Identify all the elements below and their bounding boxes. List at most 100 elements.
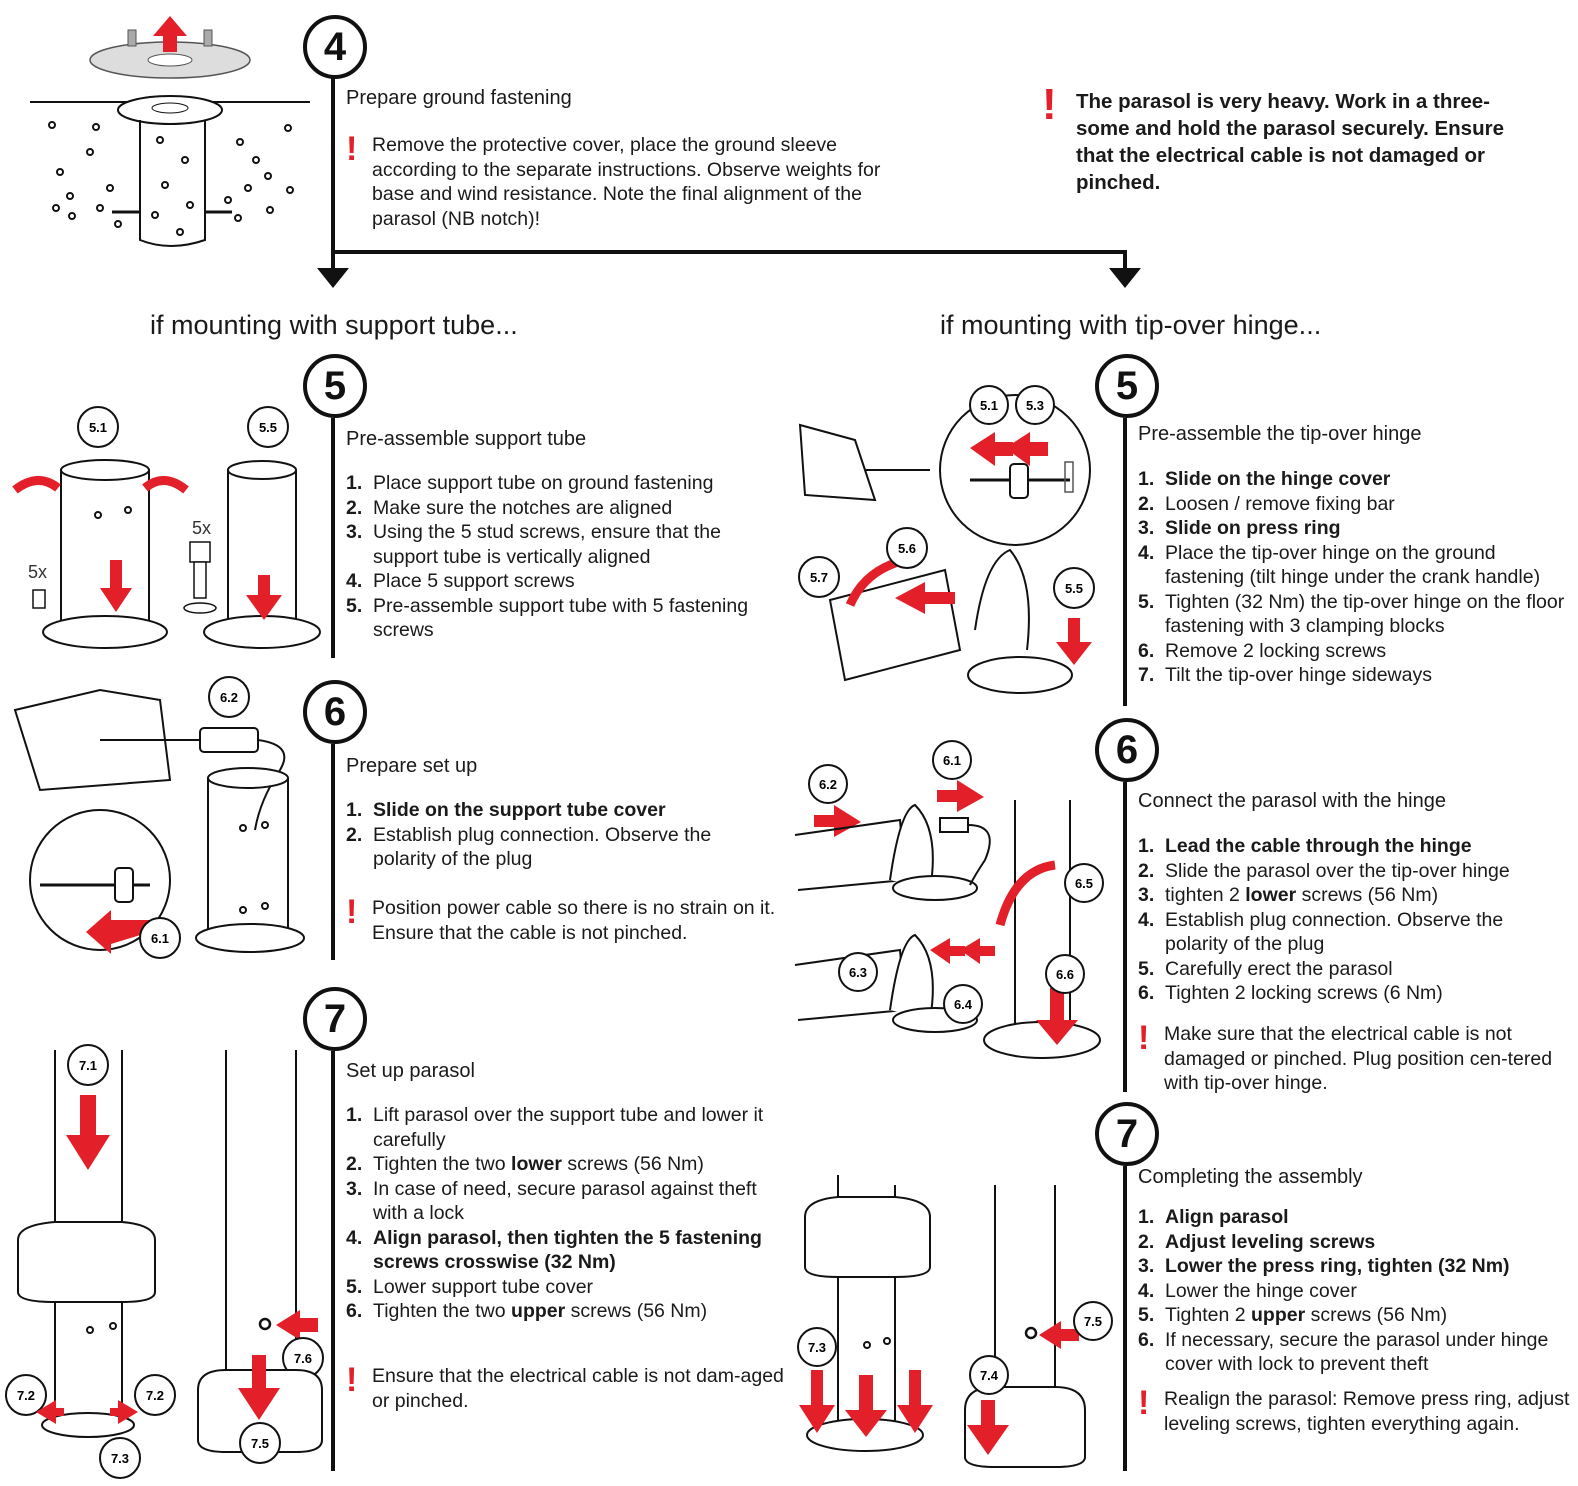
step-line [1123, 1166, 1127, 1471]
callout-label: 5.5 [1065, 581, 1083, 596]
step-title: Connect the parasol with the hinge [1138, 790, 1446, 812]
list-item: 2.Make sure the notches are aligned [346, 496, 673, 519]
list-item: 3.In case of need, secure parasol agains… [346, 1177, 757, 1225]
instruction-list: 1.Slide on the support tube cover 2.Esta… [346, 798, 766, 872]
list-item: 1.Lead the cable through the hinge [1138, 835, 1472, 857]
callout-label: 6.4 [954, 997, 973, 1012]
callout-label: 5.5 [259, 420, 277, 435]
callout-label: 6.5 [1075, 876, 1093, 891]
list-item: 5.Pre-assemble support tube with 5 faste… [346, 594, 749, 642]
arrow-down-icon [317, 268, 349, 288]
callout-label: 6.2 [819, 777, 837, 792]
callout-label: 7.5 [1084, 1314, 1102, 1329]
list-item: 6.Remove 2 locking screws [1138, 639, 1387, 662]
callout-label: 5.6 [898, 541, 916, 556]
warning-icon: ! [346, 1361, 358, 1399]
list-item: 4.Place the tip-over hinge on the ground… [1138, 541, 1541, 589]
step-number: 7 [1095, 1102, 1159, 1166]
connect-hinge-illustration: 6.1 6.2 6.5 6.3 6.4 6.6 [794, 740, 1104, 1059]
list-item: 2.Loosen / remove fixing bar [1138, 492, 1395, 515]
callout-label: 7.5 [251, 1436, 269, 1451]
step-title: Prepare set up [346, 755, 478, 777]
warning-icon: ! [346, 130, 358, 168]
callout-label: 7.2 [146, 1388, 164, 1403]
list-item: 1.Align parasol [1138, 1206, 1289, 1228]
completing-assembly-illustration: 7.3 7.5 7.4 [797, 1175, 1113, 1468]
warning-note: ! Ensure that the electrical cable is no… [346, 1361, 792, 1413]
list-item: 2.Adjust leveling screws [1138, 1230, 1376, 1253]
step-line [1123, 418, 1127, 706]
list-item: 4.Establish plug connection. Observe the… [1138, 908, 1504, 956]
list-item: 1.Slide on the hinge cover [1138, 468, 1391, 490]
list-item: 1.Lift parasol over the support tube and… [346, 1104, 764, 1151]
warning-icon: ! [1138, 1384, 1150, 1422]
warning-note: ! Position power cable so there is no st… [346, 893, 792, 945]
warning-icon: ! [1042, 80, 1057, 129]
callout-label: 5.1 [980, 398, 998, 413]
warning-text: Remove the protective cover, place the g… [372, 134, 881, 230]
branch-title-tip-over-hinge: if mounting with tip-over hinge... [940, 310, 1322, 340]
ground-sleeve-illustration [30, 16, 310, 247]
warning-text: Make sure that the electrical cable is n… [1164, 1023, 1553, 1094]
branch-title-support-tube: if mounting with support tube... [150, 310, 518, 340]
step-line [331, 1051, 335, 1471]
flow-line-left-drop [331, 250, 335, 272]
list-item: 4.Place 5 support screws [346, 570, 575, 592]
callout-label: 7.4 [980, 1368, 999, 1383]
warning-text: Ensure that the electrical cable is not … [372, 1365, 784, 1412]
callout-label: 5.3 [1026, 398, 1044, 413]
list-item: 3.Using the 5 stud screws, ensure that t… [346, 521, 721, 568]
instruction-list: 1.Slide on the hinge cover 2.Loosen / re… [1138, 467, 1568, 688]
plug-connection-illustration: 6.2 6.1 [13, 676, 305, 959]
list-item: 5.Lower support tube cover [346, 1275, 594, 1298]
list-item: 3.Slide on press ring [1138, 517, 1341, 539]
step-number: 5 [1095, 354, 1159, 418]
list-item: 3.tighten 2 lower screws (56 Nm) [1138, 884, 1439, 906]
list-item: 2.Establish plug connection. Observe the… [346, 823, 712, 871]
step-title: Set up parasol [346, 1060, 475, 1082]
callout-label: 5.1 [89, 420, 107, 435]
list-item: 5.Tighten 2 upper screws (56 Nm) [1138, 1304, 1448, 1326]
callout-label: 6.1 [943, 753, 961, 768]
callout-label: 7.6 [294, 1351, 312, 1366]
instruction-list: 1.Align parasol 2.Adjust leveling screws… [1138, 1205, 1568, 1377]
step-number: 7 [303, 987, 367, 1051]
list-item: 5.Carefully erect the parasol [1138, 957, 1393, 980]
tip-over-hinge-illustration: 5.1 5.3 5.6 5.7 5.5 [798, 385, 1095, 694]
list-item: 5.Tighten (32 Nm) the tip-over hinge on … [1138, 590, 1565, 638]
warning-text: Position power cable so there is no stra… [372, 897, 776, 944]
callout-label: 6.2 [220, 690, 238, 705]
list-item: 3.Lower the press ring, tighten (32 Nm) [1138, 1255, 1510, 1277]
callout-label: 6.6 [1056, 967, 1074, 982]
step-title: Pre-assemble support tube [346, 428, 587, 450]
warning-icon: ! [346, 893, 358, 931]
list-item: 4.Lower the hinge cover [1138, 1279, 1357, 1302]
list-item: 6.Tighten the two upper screws (56 Nm) [346, 1300, 708, 1322]
step-number: 6 [1095, 718, 1159, 782]
instruction-list: 1.Place support tube on ground fastening… [346, 471, 766, 643]
set-up-parasol-illustration: 7.1 7.2 7.2 7.3 7.6 7.5 [5, 1044, 324, 1479]
support-tube-illustration: 5.1 5.5 5x 5x [12, 406, 321, 649]
callout-label: 5.7 [810, 570, 828, 585]
warning-note: ! Realign the parasol: Remove press ring… [1138, 1384, 1574, 1436]
flow-line-step4 [331, 72, 335, 252]
warning-note: ! Remove the protective cover, place the… [346, 130, 892, 231]
callout-label: 7.1 [79, 1058, 97, 1073]
warning-note: ! Make sure that the electrical cable is… [1138, 1019, 1574, 1096]
step-number: 4 [303, 15, 367, 79]
warning-icon: ! [1138, 1019, 1150, 1057]
list-item: 7.Tilt the tip-over hinge sideways [1138, 664, 1432, 686]
list-item: 6.Tighten 2 locking screws (6 Nm) [1138, 982, 1443, 1004]
step-title: Pre-assemble the tip-over hinge [1138, 423, 1422, 445]
list-item: 1.Slide on the support tube cover [346, 799, 666, 821]
list-item: 6.If necessary, secure the parasol under… [1138, 1328, 1549, 1376]
step-title: Completing the assembly [1138, 1166, 1363, 1188]
instruction-list: 1.Lift parasol over the support tube and… [346, 1103, 766, 1324]
callout-label: 6.3 [849, 965, 867, 980]
flow-line-right-drop [1123, 250, 1127, 272]
list-item: 2.Tighten the two lower screws (56 Nm) [346, 1153, 704, 1175]
list-item: 1.Place support tube on ground fastening [346, 472, 714, 494]
callout-label: 7.3 [808, 1340, 826, 1355]
warning-text: Realign the parasol: Remove press ring, … [1164, 1388, 1570, 1435]
step-line [331, 744, 335, 960]
